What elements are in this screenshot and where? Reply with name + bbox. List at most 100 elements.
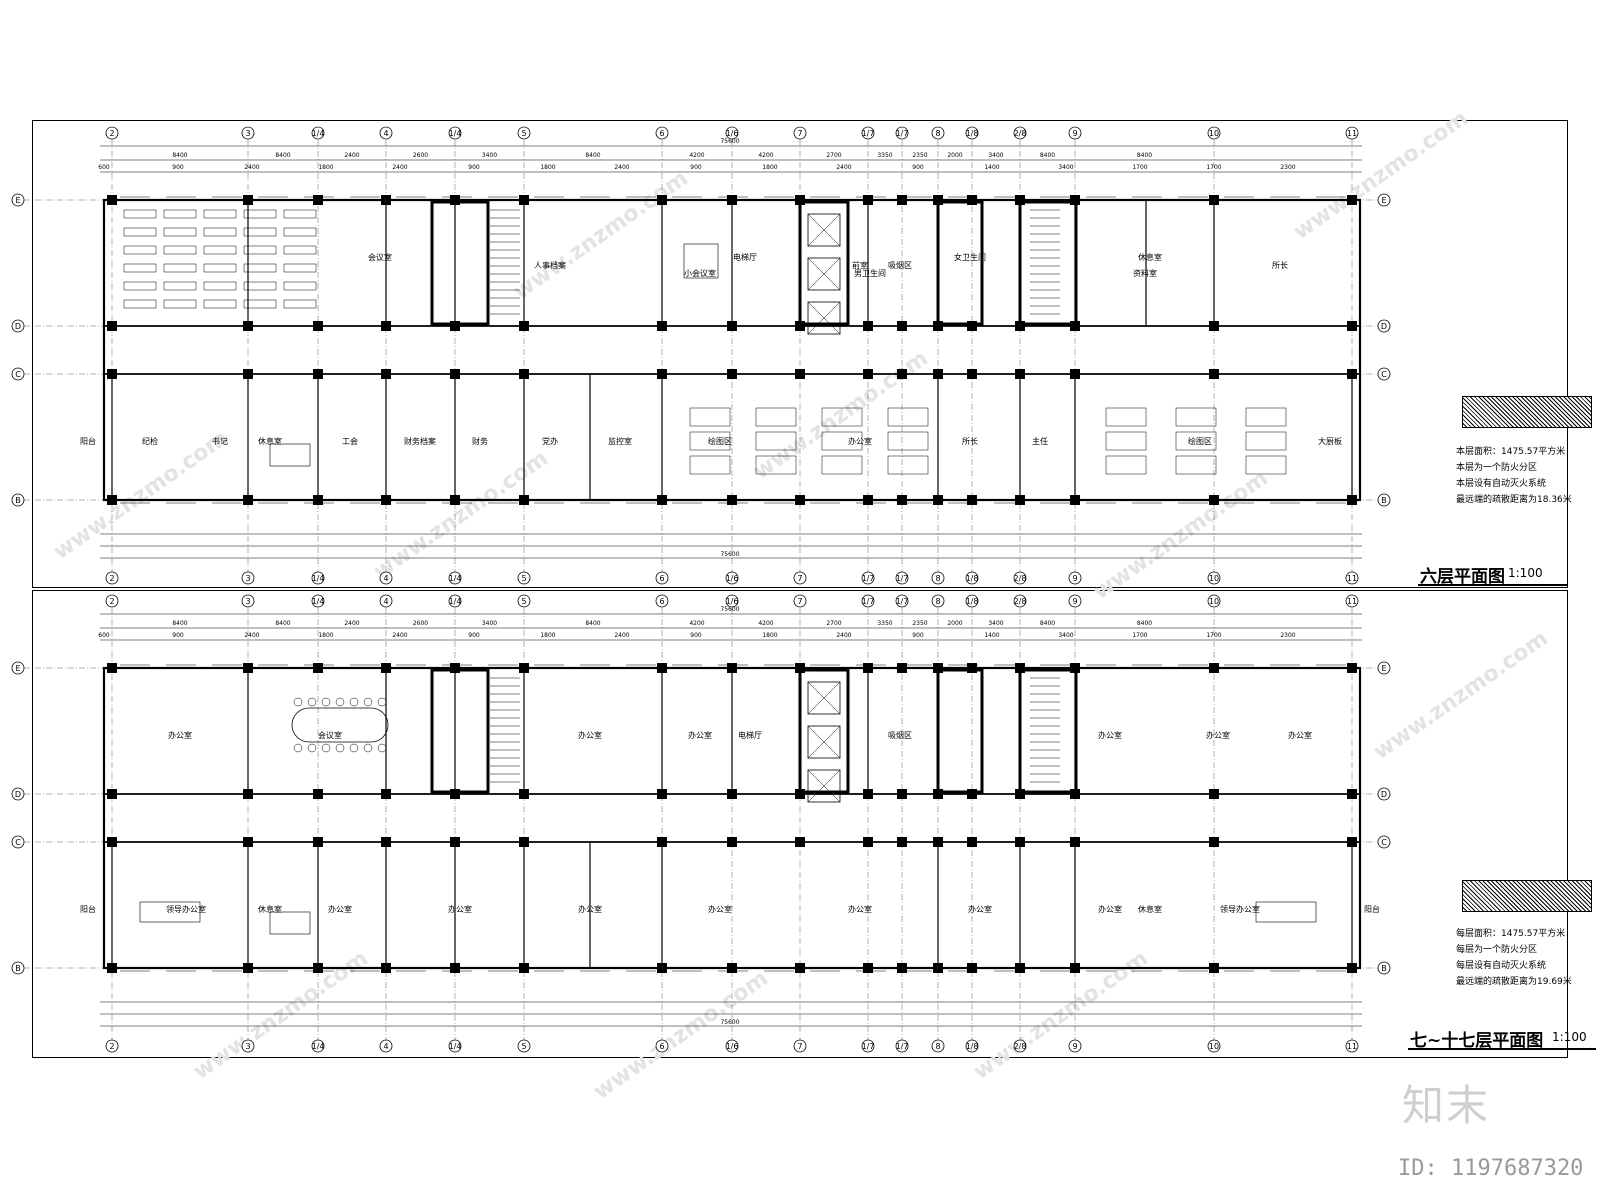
dimension-text: 600 — [98, 632, 110, 639]
desk — [123, 263, 157, 273]
dimension-text: 2400 — [392, 164, 407, 171]
dimension-text: 2350 — [912, 620, 927, 627]
grid-label: 5 — [521, 129, 526, 138]
core-wall — [936, 200, 984, 326]
room-label: 阳台 — [80, 904, 96, 914]
grid-label: C — [15, 370, 21, 379]
workstation — [1175, 455, 1217, 475]
plan-frame-7-17f — [32, 590, 1568, 1058]
chair — [349, 743, 359, 753]
structural-column — [1347, 195, 1357, 205]
grid-label: 1/7 — [862, 574, 875, 583]
structural-column — [107, 195, 117, 205]
dimension-text: 8400 — [172, 620, 187, 627]
dimension-text: 2700 — [826, 620, 841, 627]
desk — [243, 227, 277, 237]
grid-bubble — [105, 126, 119, 140]
elevator-car — [807, 769, 841, 803]
dimension-text: 2400 — [244, 632, 259, 639]
room-label: 女卫生间 — [954, 252, 986, 262]
dimension-text: 75600 — [720, 138, 739, 145]
grid-bubble — [655, 594, 669, 608]
dimension-text: 2400 — [614, 164, 629, 171]
grid-label: 1/8 — [966, 597, 979, 606]
room-label: 绘图区 — [1188, 436, 1212, 446]
grid-bubble — [793, 126, 807, 140]
grid-label: B — [15, 964, 21, 973]
dimension-text: 900 — [690, 164, 702, 171]
structural-column — [1209, 837, 1219, 847]
room-label: 财务 — [472, 436, 488, 446]
structural-column — [897, 963, 907, 973]
structural-column — [107, 663, 117, 673]
walls — [102, 195, 1362, 973]
structural-column — [1347, 789, 1357, 799]
plan-title-6f: 六层平面图 — [1420, 567, 1505, 587]
dimension-text: 2600 — [413, 620, 428, 627]
grid-bubble — [1013, 126, 1027, 140]
grid-bubble — [311, 126, 325, 140]
grid-label: 1/4 — [312, 129, 325, 138]
grid-label: C — [15, 838, 21, 847]
note-line: 每层设有自动灭火系统 — [1456, 961, 1547, 971]
structural-column — [897, 321, 907, 331]
grid-label: 6 — [659, 597, 664, 606]
structural-column — [795, 963, 805, 973]
elevator-cross — [807, 213, 841, 247]
workstation — [821, 431, 863, 451]
grid-label: 4 — [383, 129, 388, 138]
grid-label: 11 — [1347, 574, 1357, 583]
chair — [335, 743, 345, 753]
grid-label: 5 — [521, 597, 526, 606]
grid-label: E — [15, 664, 20, 673]
dimension-text: 8400 — [1040, 620, 1055, 627]
plan-title-7-17f: 七~十七层平面图 — [1410, 1031, 1544, 1051]
executive-desk — [139, 901, 201, 923]
structural-column — [313, 321, 323, 331]
room-label: 绘图区 — [708, 436, 732, 446]
grid-label: 1/4 — [312, 574, 325, 583]
dimension-text: 2600 — [413, 152, 428, 159]
chair — [335, 697, 345, 707]
grid-label: 1/6 — [726, 1042, 739, 1051]
grid-label: 2 — [109, 597, 114, 606]
grid-label: 2/8 — [1014, 1042, 1027, 1051]
dimension-text: 8400 — [585, 152, 600, 159]
grid-label: 10 — [1209, 1042, 1219, 1051]
grid-label: 1/7 — [862, 597, 875, 606]
workstation — [755, 407, 797, 427]
structural-column — [107, 321, 117, 331]
dimension-text: 75600 — [720, 606, 739, 613]
desk — [283, 263, 317, 273]
dimension-text: 2400 — [836, 632, 851, 639]
grid-label: 2 — [109, 574, 114, 583]
dimension-text: 900 — [172, 164, 184, 171]
dimension-text: 900 — [468, 164, 480, 171]
grid-label: 2/8 — [1014, 574, 1027, 583]
dimension-text: 4200 — [689, 152, 704, 159]
room-label: 办公室 — [448, 904, 472, 914]
dimension-text: 1800 — [540, 164, 555, 171]
room-label: 阳台 — [80, 436, 96, 446]
grid-bubble — [895, 126, 909, 140]
grid-label: 6 — [659, 129, 664, 138]
grid-bubble — [241, 126, 255, 140]
area-notes-6f: 本层面积：1475.57平方米 本层为一个防火分区 本层设有自动灭火系统 最远端… — [1456, 444, 1572, 508]
grid-bubble — [517, 126, 531, 140]
dimension-text: 2400 — [836, 164, 851, 171]
dimension-text: 1400 — [984, 164, 999, 171]
core-wall — [1018, 200, 1078, 326]
grid-label: 1/4 — [449, 574, 462, 583]
dimension-text: 4200 — [689, 620, 704, 627]
grid-bubble — [655, 126, 669, 140]
desk — [203, 263, 237, 273]
grid-label: 9 — [1072, 129, 1077, 138]
grid-label: D — [1381, 790, 1387, 799]
bed — [269, 911, 311, 935]
workstation — [887, 455, 929, 475]
desk — [123, 227, 157, 237]
workstation — [1175, 407, 1217, 427]
grid-bubble — [725, 126, 739, 140]
elevator-cross — [807, 769, 841, 803]
